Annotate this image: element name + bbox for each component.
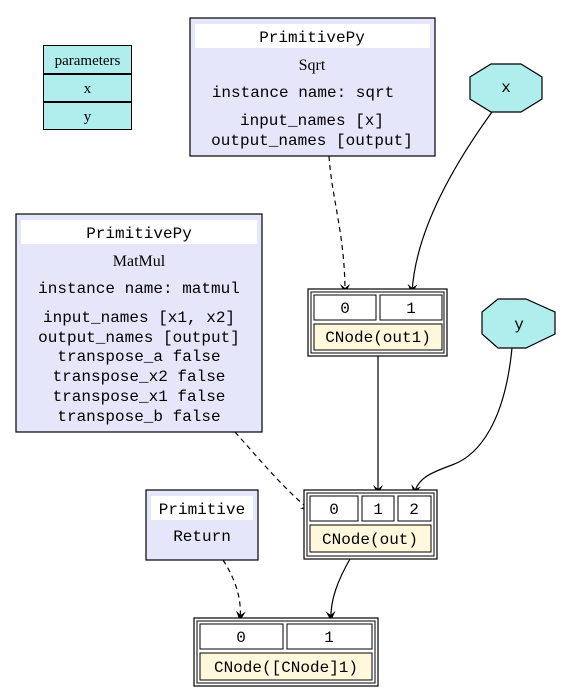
edge-x-to-out1-port1	[407, 111, 493, 294]
cnode-out1-port-1-label: 1	[406, 300, 416, 318]
cnode-return-port-0[interactable]	[199, 623, 284, 650]
matmul-transpose-b: transpose_b false	[57, 408, 220, 426]
cnode-out-port-2-label: 2	[409, 501, 419, 519]
sqrt-instance-name: instance name: sqrt	[212, 84, 394, 102]
cnode-out-port-0[interactable]	[309, 495, 359, 522]
matmul-instance-name: instance name: matmul	[38, 280, 240, 298]
edge-out-to-final-port1	[325, 558, 351, 621]
matmul-input-names: input_names [x1, x2]	[43, 309, 235, 327]
edge-sqrt-to-out1-port0	[328, 155, 350, 294]
cnode-out1-label: CNode(out1)	[325, 329, 431, 347]
matmul-header: PrimitivePy	[86, 225, 192, 243]
cnode-out1-node[interactable]: 0 1 CNode(out1)	[307, 288, 448, 357]
cnode-out1-port-1[interactable]	[379, 294, 443, 321]
y-parameter-label: y	[514, 316, 524, 334]
sqrt-input-names: input_names [x]	[240, 112, 384, 130]
cnode-out-label: CNode(out)	[322, 531, 418, 549]
matmul-transpose-x2: transpose_x2 false	[53, 368, 226, 386]
cnode-return-port-1[interactable]	[286, 623, 373, 650]
cnode-return-label: CNode([CNode]1)	[214, 659, 358, 677]
sqrt-name: Sqrt	[299, 57, 326, 74]
matmul-name: MatMul	[113, 253, 166, 270]
matmul-primitive-node[interactable]: PrimitivePy MatMul instance name: matmul…	[15, 213, 263, 433]
cnode-out-port-1[interactable]	[361, 495, 395, 522]
matmul-transpose-x1: transpose_x1 false	[53, 388, 226, 406]
cnode-out-port-0-label: 0	[329, 501, 339, 519]
return-header: Primitive	[159, 501, 245, 519]
edge-y-to-out-port2	[411, 347, 513, 495]
sqrt-primitive-node[interactable]: PrimitivePy Sqrt instance name: sqrt inp…	[189, 17, 436, 157]
parameters-table: parameters x y	[43, 45, 132, 130]
edges	[222, 111, 513, 621]
cnode-out-port-1-label: 1	[373, 501, 383, 519]
sqrt-header: PrimitivePy	[259, 29, 365, 47]
x-parameter-node[interactable]: x	[469, 63, 543, 113]
edge-matmul-to-out-port0	[234, 431, 311, 511]
cnode-return-node[interactable]: 0 1 CNode([CNode]1)	[193, 617, 379, 687]
matmul-transpose-a: transpose_a false	[57, 348, 220, 366]
cnode-return-port-0-label: 0	[236, 629, 246, 647]
parameters-row-y: y	[84, 109, 92, 125]
cnode-out1-port-0[interactable]	[313, 294, 377, 321]
return-name: Return	[173, 528, 231, 546]
parameters-row-x: x	[84, 81, 92, 97]
cnode-return-port-1-label: 1	[324, 629, 334, 647]
return-primitive-node[interactable]: Primitive Return	[145, 489, 259, 561]
sqrt-output-names: output_names [output]	[211, 132, 413, 150]
matmul-output-names: output_names [output]	[38, 329, 240, 347]
cnode-out-node[interactable]: 0 1 2 CNode(out)	[303, 489, 438, 560]
y-parameter-node[interactable]: y	[481, 298, 556, 349]
parameters-header: parameters	[55, 53, 121, 69]
edge-return-to-final-port0	[222, 559, 246, 621]
x-parameter-label: x	[501, 79, 511, 97]
cnode-out1-port-0-label: 0	[340, 300, 350, 318]
cnode-out-port-2[interactable]	[397, 495, 432, 522]
